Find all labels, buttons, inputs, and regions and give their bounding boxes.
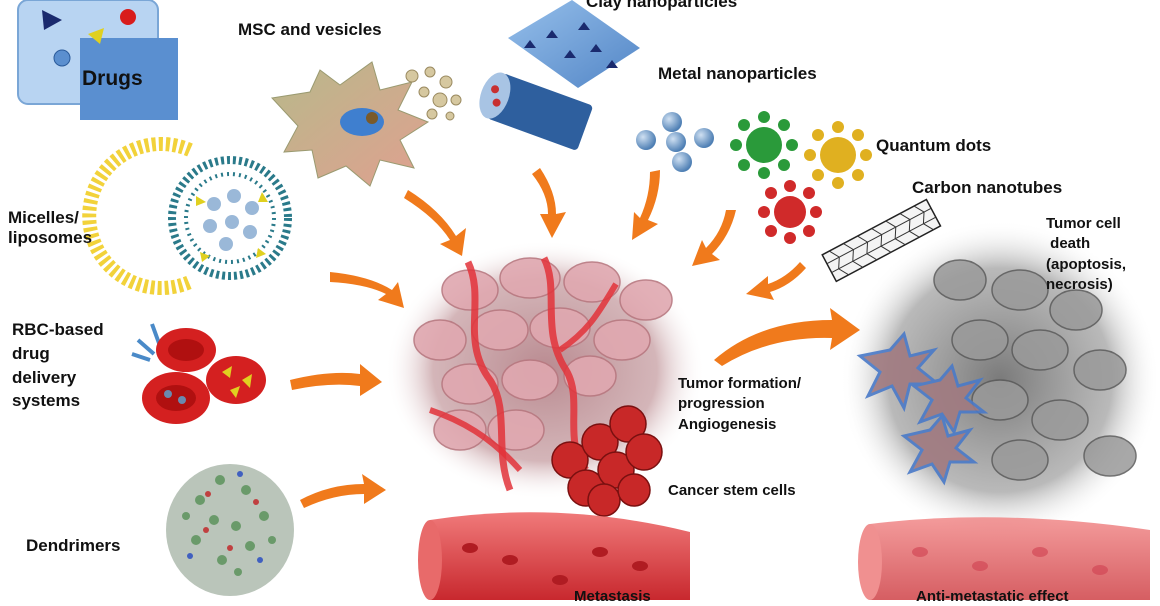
arrow-dendrimer [300,474,386,508]
cancer-stem-cells-illustration [529,405,663,557]
label-clay: Clay nanoparticles [586,0,738,11]
label-metal: Metal nanoparticles [658,64,817,83]
label-carbon: Carbon nanotubes [912,178,1063,197]
arrow-msc [404,190,466,256]
msc-cell-illustration [270,61,462,187]
quantum-dots-illustration [730,111,872,244]
label-cancer-stem-cells: Cancer stem cells [668,482,796,499]
arrow-rbc [290,364,382,396]
label-rbc: RBC-based drug delivery systems [12,320,104,411]
arrow-effect [714,308,860,366]
label-tumor-formation: Tumor formation/ progression Angiogenesi… [678,375,802,433]
delivery-arrows [290,168,860,508]
metal-nanoparticles-illustration [636,112,714,172]
label-anti-metastatic: Anti-metastatic effect [916,588,1069,605]
blood-vessel-right [858,517,1150,600]
carbon-nanotube-illustration [821,198,942,283]
label-metastasis: Metastasis [574,588,651,605]
arrow-quantum [692,210,736,266]
label-micelles: Micelles/ liposomes [8,208,93,248]
label-dendrimers: Dendrimers [26,536,121,555]
arrow-metal [632,170,660,240]
label-msc: MSC and vesicles [238,20,382,39]
label-quantum: Quantum dots [876,136,992,155]
blood-vessel-left [418,512,690,600]
clay-nanoparticle-illustration [479,0,640,150]
arrow-carbon [746,262,806,300]
arrow-clay [532,168,566,238]
arrow-micelle [330,272,404,308]
dead-tumor-mass [840,220,1160,540]
label-tumor-cell-death: Tumor cell death (apoptosis, necrosis) [1046,215,1127,293]
dendrimer-illustration [166,464,294,596]
label-drugs: Drugs [82,67,143,90]
rbc-illustration [131,323,266,424]
micelle-liposome-illustration [82,137,292,295]
drugs-box [17,0,178,120]
